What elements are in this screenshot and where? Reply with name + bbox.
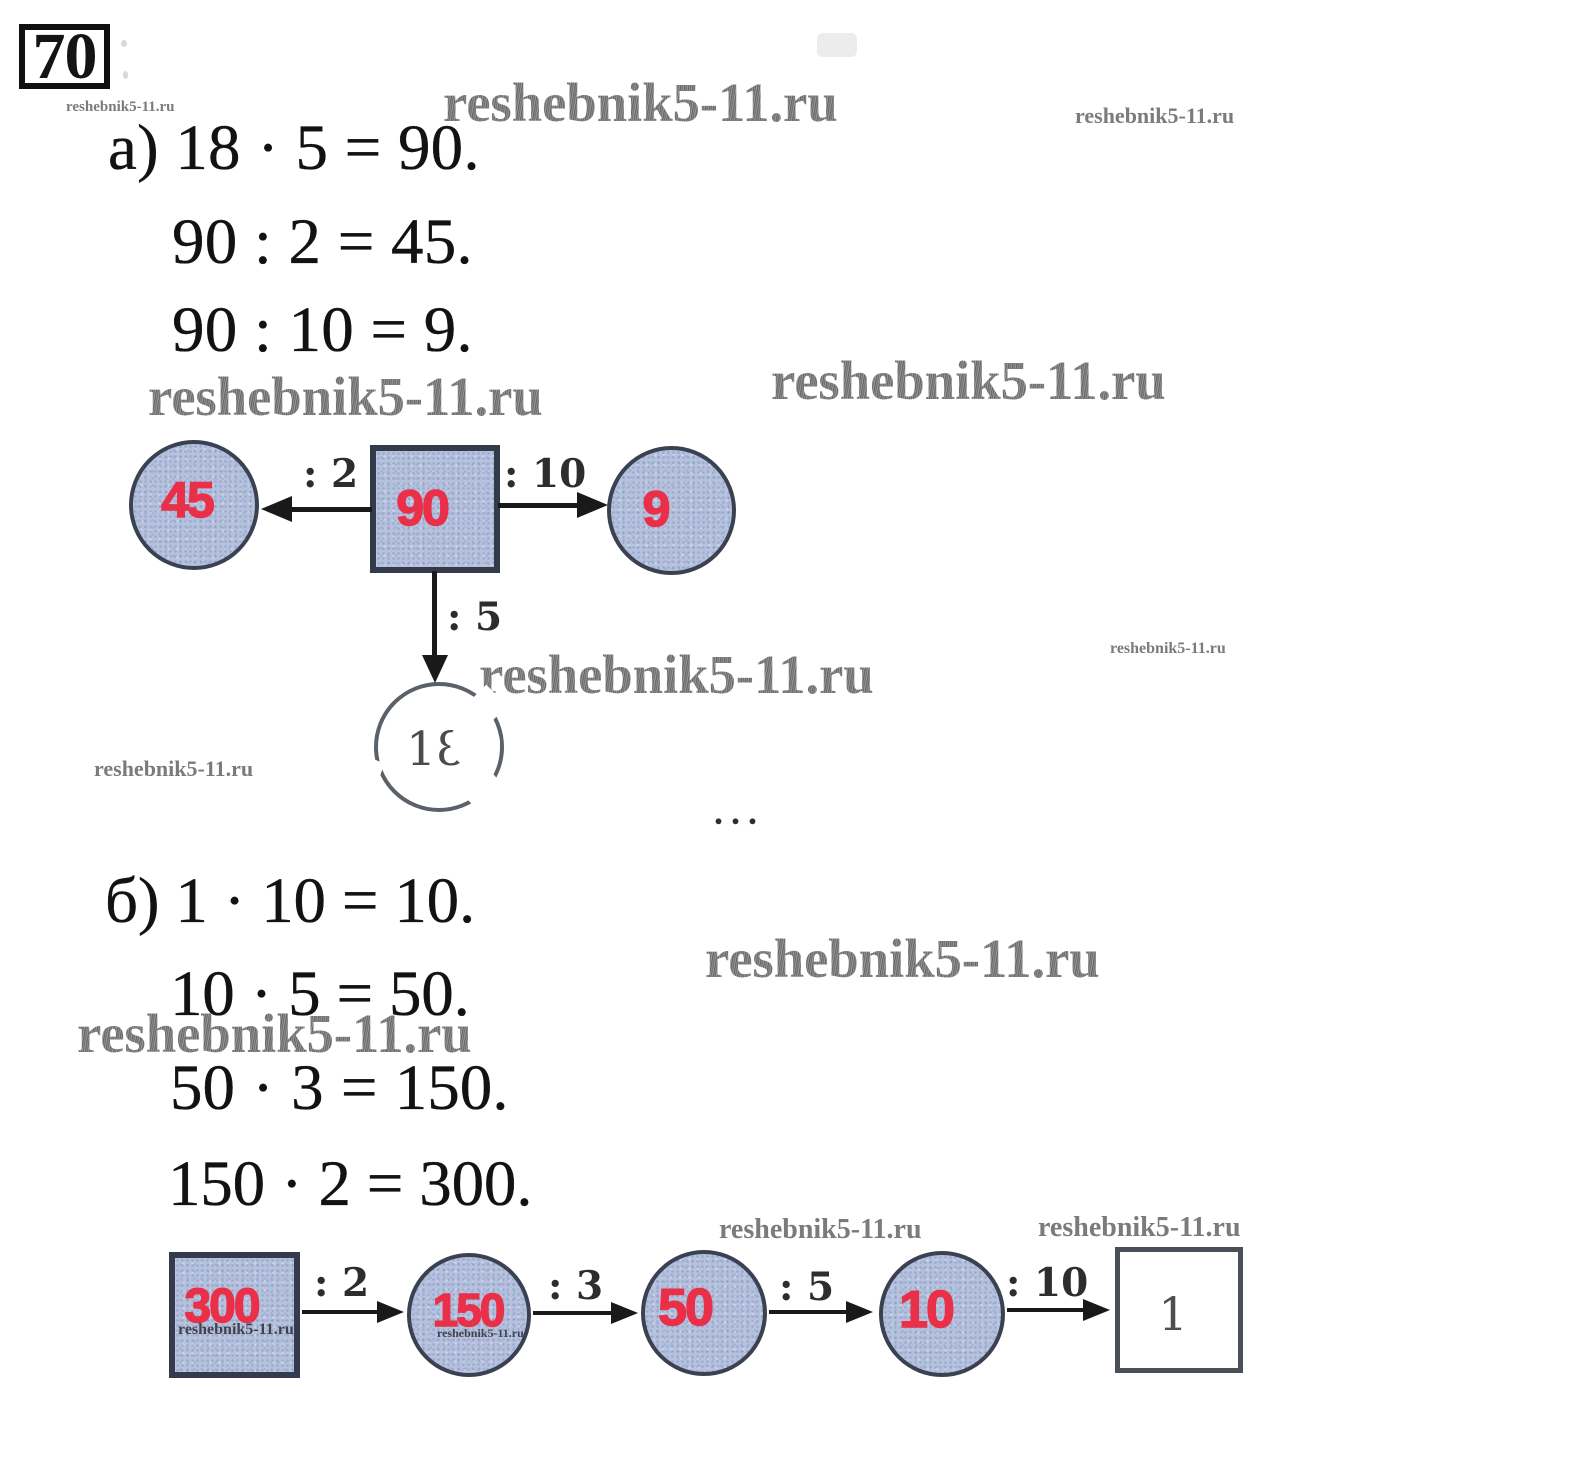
watermark-big-1: reshebnik5-11.ru — [443, 72, 838, 133]
diagram-a-op-5: : 5 — [447, 594, 503, 640]
equation-a-line-3: 90 : 10 = 9. — [172, 294, 473, 366]
ellipsis: ... — [714, 792, 765, 832]
equation-b-line-4: 150 · 2 = 300. — [168, 1148, 533, 1220]
diagram-a-op-10: : 10 — [504, 451, 587, 497]
diagram-b-node-150: 150 — [407, 1253, 531, 1377]
diagram-b-node-300: 300 — [169, 1252, 300, 1378]
diagram-b-node-150-value: 150 — [432, 1284, 506, 1336]
arrow-a-left-line — [283, 507, 372, 512]
arrow-b-4-line — [1007, 1308, 1086, 1312]
watermark-small-1: reshebnik5-11.ru — [66, 99, 175, 115]
arrow-b-3-head — [846, 1301, 873, 1323]
watermark-small-7: reshebnik5-11.ru — [178, 1321, 294, 1338]
equation-b-line-1: б) 1 · 10 = 10. — [105, 865, 476, 937]
watermark-small-5: reshebnik5-11.ru — [719, 1214, 922, 1245]
diagram-a-node-45: 45 — [129, 440, 259, 570]
diagram-a-node-9-value: 9 — [642, 480, 671, 537]
arrow-a-right-head — [577, 492, 608, 518]
diagram-b-node-50-value: 50 — [657, 1279, 714, 1337]
arrow-b-1-line — [302, 1310, 380, 1314]
diagram-b-node-1-value: 1 — [1158, 1287, 1188, 1341]
scan-blob — [450, 718, 500, 768]
diagram-b-node-1: 1 — [1115, 1247, 1243, 1373]
equation-a-line-1: а) 18 · 5 = 90. — [108, 112, 480, 184]
diagram-b-node-50: 50 — [641, 1250, 767, 1376]
arrow-b-3-line — [769, 1310, 849, 1314]
arrow-b-1-head — [377, 1301, 404, 1323]
diagram-a-node-45-value: 45 — [160, 472, 215, 528]
watermark-big-6: reshebnik5-11.ru — [77, 1003, 472, 1064]
watermark-big-4: reshebnik5-11.ru — [479, 644, 874, 705]
scan-smudge — [817, 33, 857, 57]
diagram-b-op-2: : 2 — [314, 1260, 370, 1306]
problem-number-box: 70 — [19, 19, 110, 93]
diagram-a-node-90-value: 90 — [395, 480, 450, 536]
equation-a-line-2: 90 : 2 = 45. — [172, 206, 473, 278]
diagram-b-op-3: : 3 — [548, 1263, 604, 1309]
scan-speck — [123, 71, 128, 79]
arrow-b-2-head — [611, 1302, 638, 1324]
watermark-small-2: reshebnik5-11.ru — [1075, 103, 1235, 128]
arrow-b-4-head — [1083, 1299, 1110, 1321]
watermark-big-5: reshebnik5-11.ru — [705, 928, 1100, 989]
equation-b-line-2: 10 · 5 = 50. — [170, 958, 470, 1030]
watermark-big-2: reshebnik5-11.ru — [148, 366, 543, 427]
diagram-b-node-300-value: 300 — [184, 1280, 262, 1333]
diagram-a-node-90: 90 — [370, 445, 500, 573]
arrow-b-2-line — [533, 1311, 614, 1315]
arrow-a-left-head — [261, 496, 292, 522]
equation-b-line-3: 50 · 3 = 150. — [170, 1052, 509, 1124]
arrow-a-right-line — [498, 503, 582, 508]
diagram-b-node-10: 10 — [879, 1251, 1005, 1377]
diagram-b-op-10: : 10 — [1006, 1260, 1089, 1306]
problem-number: 70 — [32, 19, 98, 93]
watermark-small-8: reshebnik5-11.ru — [437, 1326, 524, 1340]
watermark-small-3: reshebnik5-11.ru — [94, 756, 254, 781]
diagram-a-op-2: : 2 — [303, 451, 359, 497]
diagram-b-op-5: : 5 — [779, 1264, 835, 1310]
watermark-small-4: reshebnik5-11.ru — [1110, 640, 1226, 657]
watermark-big-3: reshebnik5-11.ru — [771, 350, 1166, 411]
diagram-a-node-9: 9 — [607, 446, 736, 575]
watermark-small-6: reshebnik5-11.ru — [1038, 1212, 1241, 1243]
arrow-a-down-line — [432, 571, 437, 659]
arrow-a-down-head — [422, 655, 448, 683]
scan-speck — [121, 40, 127, 47]
diagram-b-node-10-value: 10 — [898, 1281, 955, 1339]
